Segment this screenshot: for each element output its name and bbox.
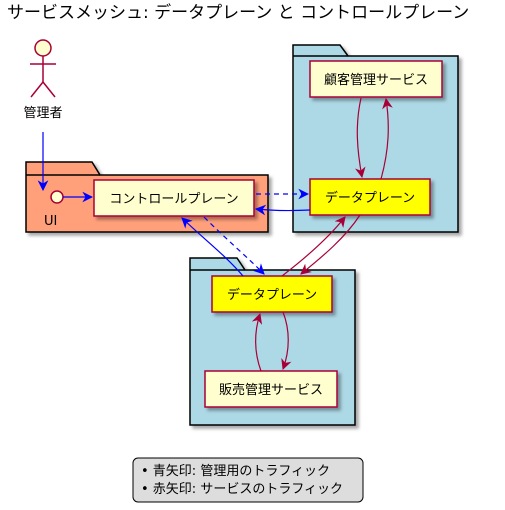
legend-item-service: • 赤矢印: サービスのトラフィック — [141, 482, 343, 497]
arrow-dataplane-b-to-dataplane-a — [281, 216, 346, 277]
ui-package-label: UI — [44, 214, 57, 229]
admin-traffic-arrows — [37, 132, 311, 277]
actor-head-icon — [34, 39, 52, 57]
customer-service-label: 顧客管理サービス — [324, 72, 428, 88]
actor-label: 管理者 — [23, 106, 62, 121]
data-plane-b-node: データプレーン — [211, 275, 333, 313]
arrow-customer-to-dataplane-a — [354, 97, 366, 179]
sales-service-node: 販売管理サービス — [204, 370, 338, 408]
legend-item-admin: • 青矢印: 管理用のトラフィック — [141, 464, 330, 479]
data-plane-b-label: データプレーン — [227, 287, 317, 303]
arrow-control-to-dataplane-b — [203, 216, 265, 275]
arrow-dataplane-a-to-control — [254, 204, 311, 216]
control-plane-node: コントロールプレーン — [93, 179, 255, 217]
arrow-dataplane-a-to-dataplane-b — [300, 214, 361, 275]
diagram-title: サービスメッシュ: データプレーン と コントロールプレーン — [7, 2, 469, 23]
ui-interface-icon — [50, 190, 64, 204]
service-traffic-arrows — [251, 97, 393, 372]
data-plane-a-label: データプレーン — [325, 190, 415, 206]
admin-actor: 管理者 — [23, 39, 63, 121]
arrow-dataplane-b-to-sales — [281, 311, 292, 371]
legend: • 青矢印: 管理用のトラフィック • 赤矢印: サービスのトラフィック — [132, 457, 364, 503]
arrow-sales-to-dataplane-b — [251, 312, 263, 372]
arrow-dataplane-a-to-customer — [380, 97, 393, 180]
data-plane-a-node: データプレーン — [309, 178, 431, 216]
customer-service-node: 顧客管理サービス — [309, 60, 443, 98]
arrow-dataplane-b-to-control — [181, 217, 244, 277]
control-plane-label: コントロールプレーン — [109, 192, 238, 207]
sales-service-label: 販売管理サービス — [219, 382, 323, 398]
